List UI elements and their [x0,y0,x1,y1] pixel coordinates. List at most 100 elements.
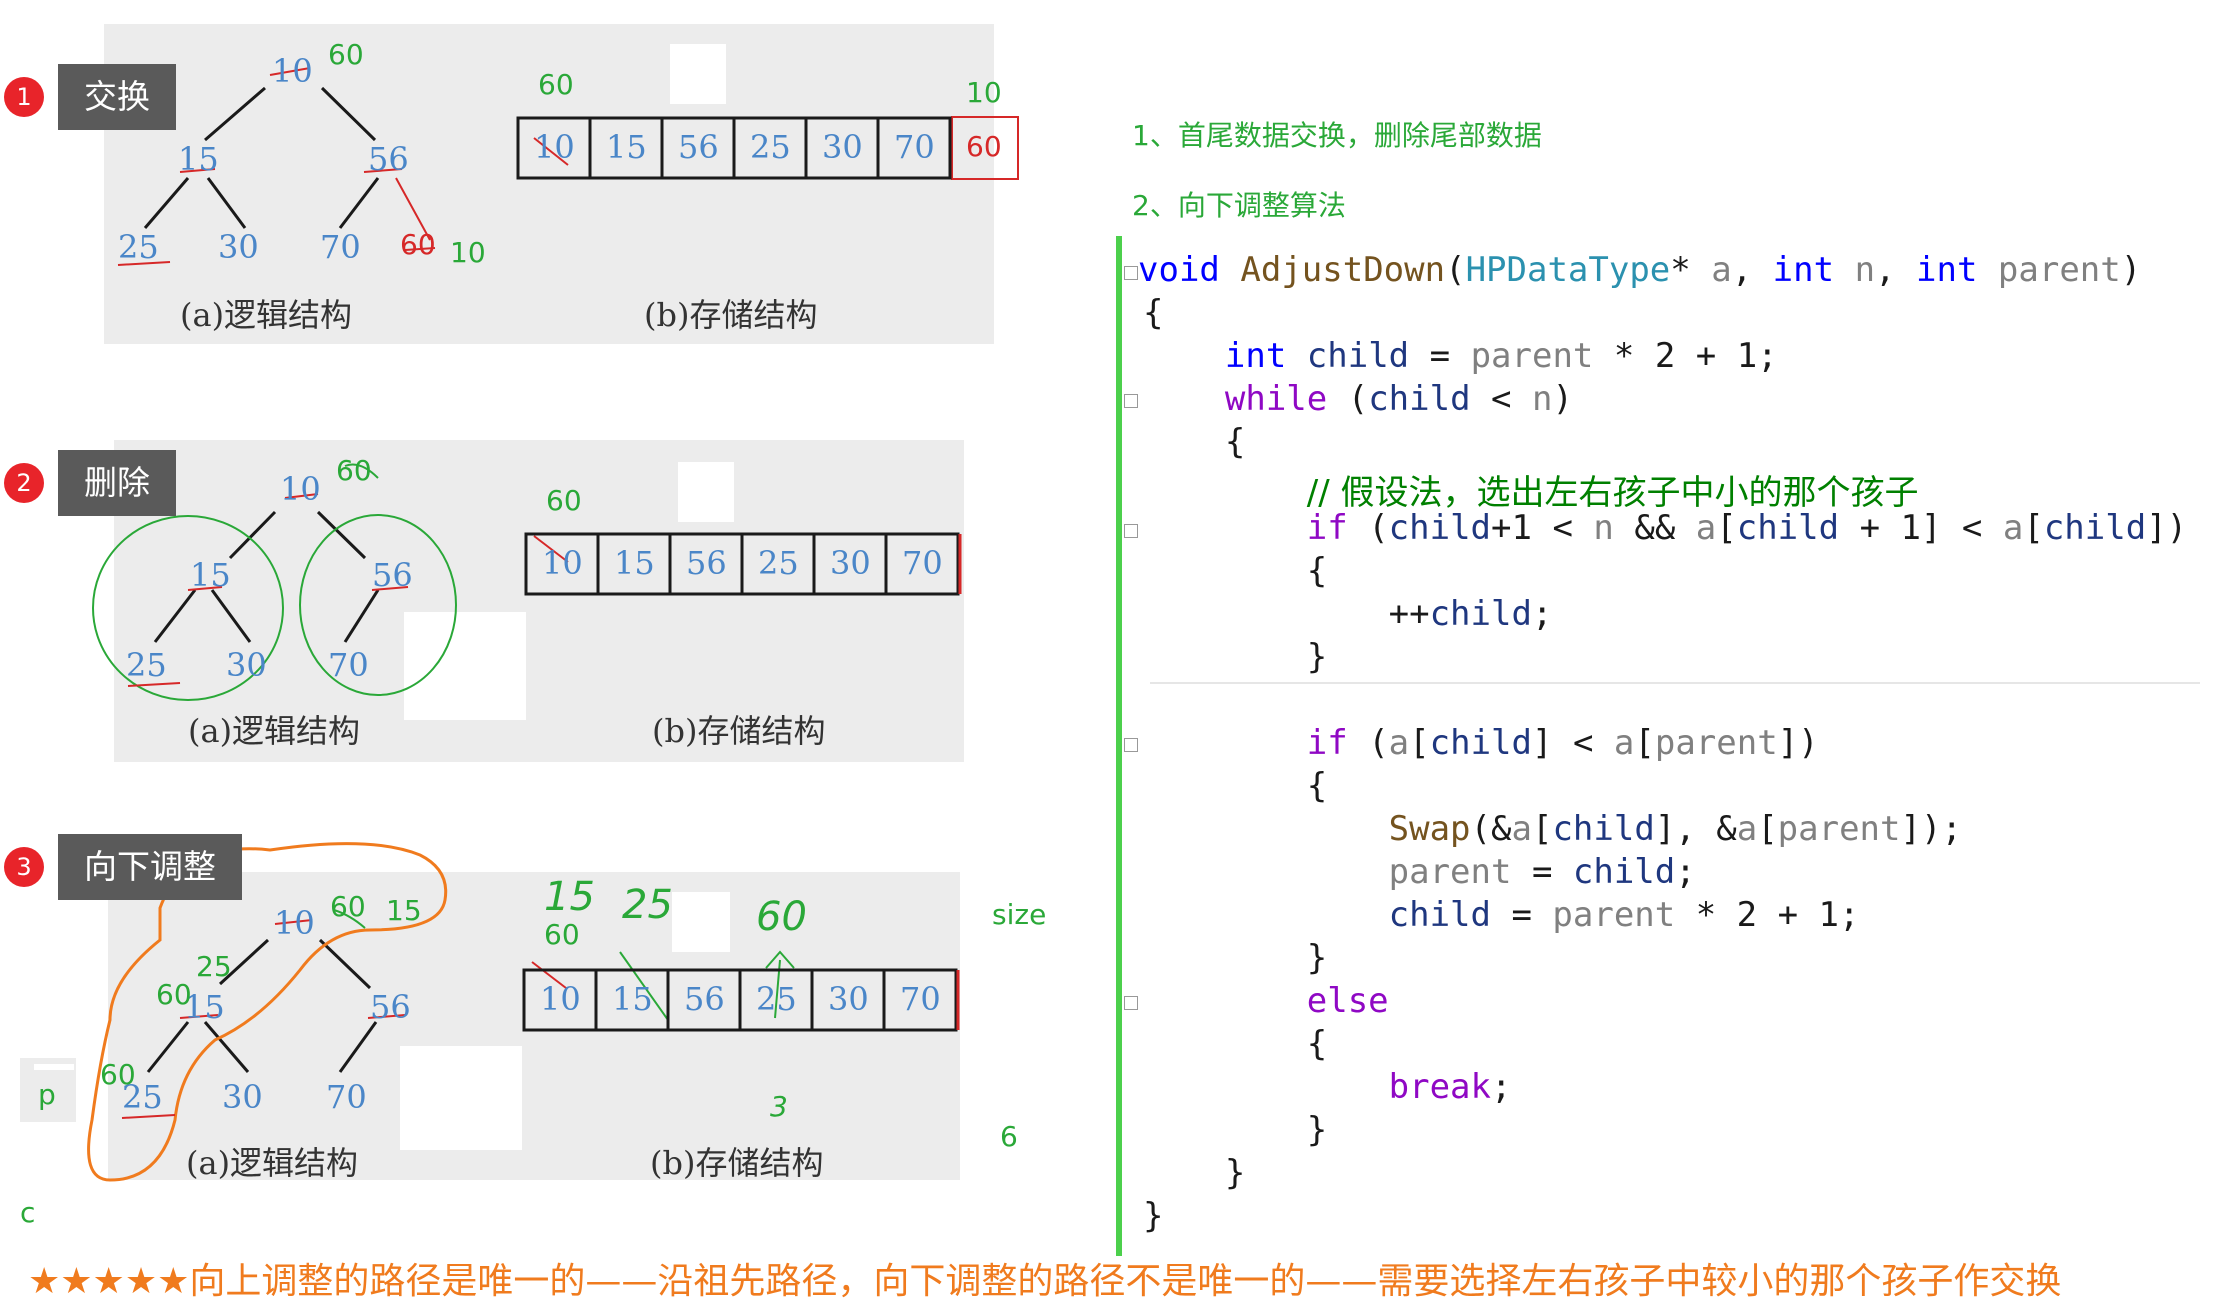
p-label: p [38,1078,56,1111]
c-label: c [20,1196,36,1229]
code-variable: child [1552,809,1655,849]
annotation: 15 [386,894,422,927]
blank-box [404,612,526,720]
code-param: n [1593,508,1614,548]
code-param: a [1388,723,1410,763]
array-cell: 25 [750,128,791,166]
annotation: 60 [336,454,372,487]
step-1-badge: 1 交换 [4,64,176,130]
code-variable: child [1306,336,1410,376]
panel1-drawing [117,67,1019,266]
code-line: break; [1388,1067,1512,1107]
code-line: { [1143,766,1328,806]
handwritten-note: 60 [756,894,807,940]
tree-node: 70 [328,646,369,684]
caption-storage: (b)存储结构 [650,1144,824,1182]
code-param: n [1854,250,1876,290]
tree-node: 15 [190,556,231,594]
array-cell: 15 [606,128,647,166]
blank-box [678,462,734,522]
tree-node: 25 [126,646,167,684]
code-param: a [1613,723,1635,763]
code-param: a [1511,809,1532,849]
annotation: 10 [450,236,486,269]
annotation: 60 [538,68,574,101]
code-variable: child [1572,852,1676,892]
code-keyword: if [1306,723,1348,763]
array-cell: 10 [542,544,583,582]
caption-logical: (a)逻辑结构 [180,296,353,334]
array-cell: 70 [902,544,943,582]
code-param: a [1711,250,1732,290]
code-line: child = parent * 2 + 1; [1388,895,1860,935]
annotation: 60 [400,228,436,261]
annotation: 60 [156,978,192,1011]
fold-toggle[interactable] [1124,996,1138,1010]
step-3-badge: 3 向下调整 [4,834,242,900]
annotation: 60 [328,38,364,71]
blank-box [400,1046,522,1150]
code-line: { [1143,1024,1328,1064]
annotation: 60 [544,918,580,951]
array-cell: 10 [540,980,581,1018]
array-cell: 56 [678,128,719,166]
caption-storage: (b)存储结构 [652,712,826,750]
fold-toggle[interactable] [1124,266,1138,280]
code-keyword: int [1916,250,1978,290]
code-variable: child [1429,723,1532,763]
handwritten-note: 3 [770,1090,788,1123]
code-line-separator [1150,682,2200,684]
code-param: a [1695,508,1717,548]
code-param: parent [1388,852,1512,892]
tree-node: 30 [218,228,259,266]
panel-swap [104,24,994,344]
note-step-2: 2、向下调整算法 [1132,189,1346,222]
tree-node: 70 [326,1078,367,1116]
code-line: if (child+1 < n && a[child + 1] < a[chil… [1306,508,2188,548]
fold-toggle[interactable] [1124,738,1138,752]
array-cell: 30 [828,980,869,1018]
array-cell: 56 [684,980,725,1018]
code-line: else [1143,981,1389,1021]
array-cell: 56 [686,544,727,582]
code-line: // 假设法，选出左右孩子中小的那个孩子 [1143,465,1919,514]
tree-node: 10 [280,470,321,508]
blank-box [672,892,730,952]
step-label: 向下调整 [58,834,242,900]
code-line: } [1143,1110,1328,1150]
blank-box [670,44,726,104]
code-line: { [1143,422,1246,462]
array-panel2: 10 15 56 25 30 70 [526,534,960,594]
fold-toggle[interactable] [1124,524,1138,538]
tree-node: 25 [122,1078,163,1116]
panel-adjust-down [108,872,960,1180]
step-label: 交换 [58,64,176,130]
code-param: parent [1552,895,1676,935]
tree-node: 25 [118,228,159,266]
size-value: 6 [1000,1120,1018,1153]
annotation: 60 [330,890,366,923]
code-variable: child [1388,508,1492,548]
panel3-drawing [87,842,960,1182]
code-line: } [1143,637,1328,677]
tree-node: 15 [184,988,225,1026]
tree-node: 30 [226,646,267,684]
code-param: parent [1470,336,1594,376]
code-line: } [1143,1196,1164,1236]
array-cell: 15 [614,544,655,582]
fold-toggle[interactable] [1124,394,1138,408]
code-line: Swap(&a[child], &a[parent]); [1388,809,1962,849]
step-2-badge: 2 删除 [4,450,176,516]
code-line: void AdjustDown(HPDataType* a, int n, in… [1138,250,2142,290]
array-cell: 25 [756,980,797,1018]
code-variable: child [1736,508,1840,548]
code-line: } [1143,938,1328,978]
bottom-note: ★★★★★向上调整的路径是唯一的——沿祖先路径，向下调整的路径不是唯一的——需要… [28,1261,2062,1302]
code-variable: child [1368,379,1471,419]
array-cell: 30 [830,544,871,582]
code-keyword: int [1224,336,1287,376]
code-function: AdjustDown [1240,250,1446,290]
handwritten-note: 25 [622,882,673,928]
panel2-drawing [92,463,962,701]
code-param: parent [1777,809,1901,849]
